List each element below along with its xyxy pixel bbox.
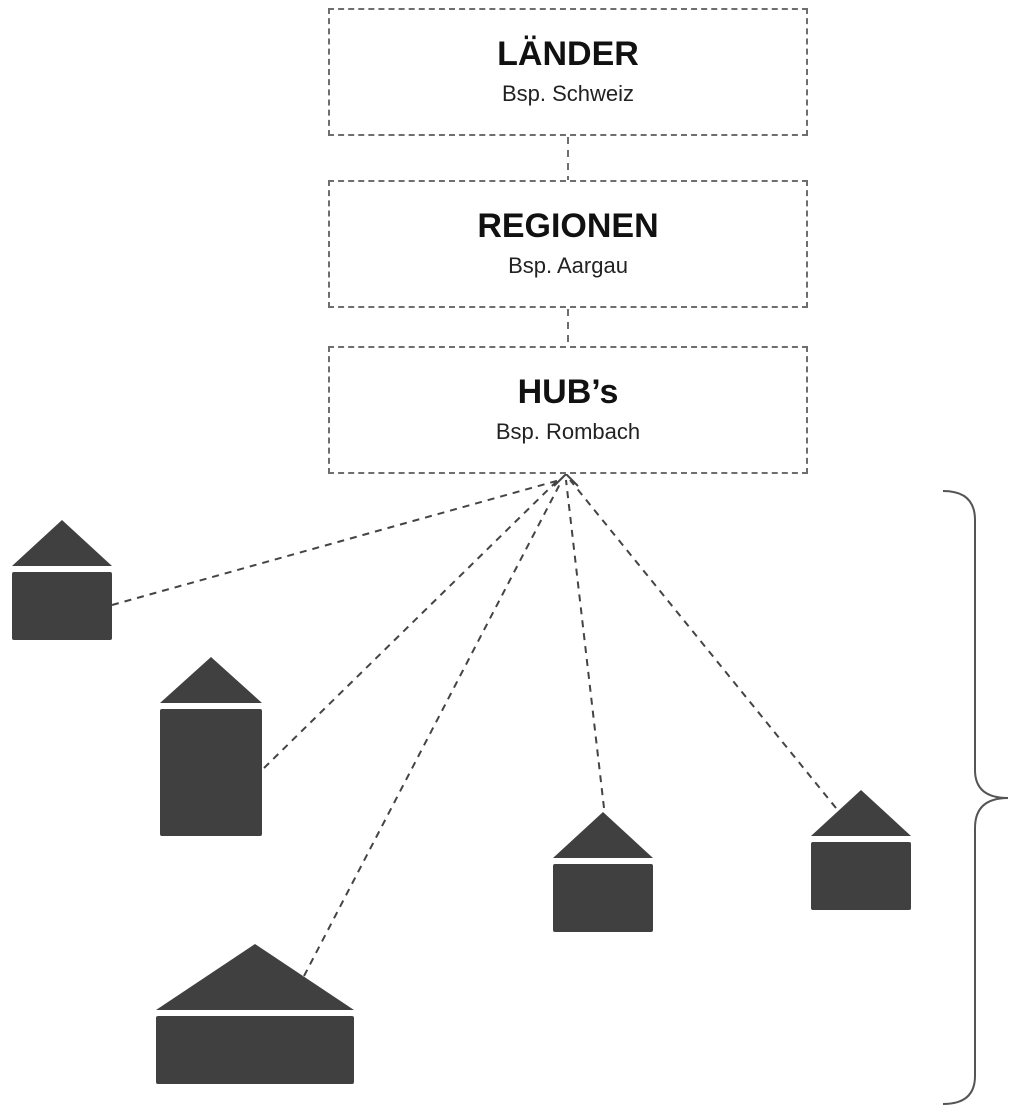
connector-house-4 bbox=[565, 479, 605, 809]
connector-house-5 bbox=[569, 479, 837, 809]
level-title: HUB’s bbox=[517, 373, 619, 411]
level-subtitle: Bsp. Aargau bbox=[508, 253, 628, 278]
connector-house-2 bbox=[263, 479, 559, 769]
level-title: REGIONEN bbox=[477, 207, 659, 245]
house-icon bbox=[553, 812, 653, 932]
level-box-regionen: REGIONEN Bsp. Aargau bbox=[328, 180, 808, 308]
arrowhead-icon bbox=[553, 472, 579, 487]
level-box-hubs: HUB’s Bsp. Rombach bbox=[328, 346, 808, 474]
level-box-laender: LÄNDER Bsp. Schweiz bbox=[328, 8, 808, 136]
house-icon bbox=[12, 520, 112, 640]
right-curly-brace-icon bbox=[942, 490, 1009, 1105]
house-icon bbox=[160, 657, 262, 836]
connector-house-3 bbox=[303, 479, 563, 977]
connector-house-1 bbox=[111, 479, 561, 606]
level-subtitle: Bsp. Rombach bbox=[495, 419, 641, 444]
level-title: LÄNDER bbox=[497, 35, 639, 73]
level-subtitle: Bsp. Schweiz bbox=[501, 81, 635, 106]
house-icon bbox=[156, 944, 354, 1084]
house-icon bbox=[811, 790, 911, 910]
house-connectors bbox=[111, 479, 837, 977]
